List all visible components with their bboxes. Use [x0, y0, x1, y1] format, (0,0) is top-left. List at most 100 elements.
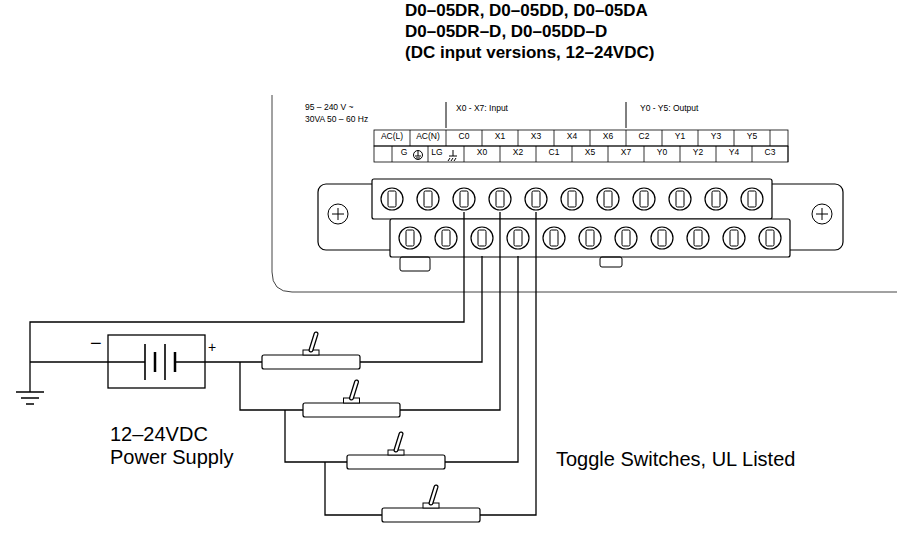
mount-screw	[332, 208, 344, 220]
screw-slot	[730, 230, 738, 246]
terminal-label: C0	[459, 132, 470, 141]
cell-divider	[788, 146, 789, 162]
mount-screw	[816, 208, 828, 220]
screw-slot	[604, 191, 612, 207]
panel-divider	[626, 102, 627, 128]
terminal-label: Y1	[675, 132, 685, 141]
upper-terminal-strip	[372, 179, 772, 219]
earth-symbol	[415, 151, 421, 158]
screw-slot	[406, 230, 414, 246]
screw-slot	[532, 191, 540, 207]
screw-slot	[478, 230, 486, 246]
terminal-label: X3	[531, 132, 541, 141]
screw-slot	[388, 191, 396, 207]
negative-wire	[30, 361, 108, 362]
cell-divider	[392, 146, 393, 162]
switch-lever	[352, 382, 357, 398]
cell-divider	[464, 146, 465, 162]
terminal-screw	[471, 227, 493, 249]
terminal-screw	[651, 227, 673, 249]
cell-divider	[518, 130, 519, 146]
terminal-screw	[561, 188, 583, 210]
cell-divider	[554, 130, 555, 146]
terminal-label: AC(N)	[416, 132, 440, 141]
screw-slot	[658, 230, 666, 246]
switch-body	[262, 355, 360, 369]
label-row	[374, 146, 788, 162]
screw-slot	[568, 191, 576, 207]
switch-lever	[352, 382, 357, 398]
subtitle: (DC input versions, 12–24VDC)	[405, 44, 654, 63]
cell-divider	[536, 146, 537, 162]
mount-screw	[812, 204, 832, 224]
switch-label: Toggle Switches, UL Listed	[556, 448, 795, 470]
terminal-screw	[741, 188, 763, 210]
terminal-label: Y5	[747, 132, 757, 141]
switch-lever	[396, 434, 401, 450]
cable-clip	[400, 257, 430, 271]
power-rating: 30VA 50 – 60 Hz	[305, 115, 368, 124]
terminal-screw	[543, 227, 565, 249]
terminal-label: Y3	[711, 132, 721, 141]
screw-slot	[694, 230, 702, 246]
cell-divider	[644, 146, 645, 162]
lower-terminal-strip	[390, 219, 790, 257]
cell-divider	[716, 146, 717, 162]
common-wire	[30, 212, 464, 392]
cell-divider	[590, 130, 591, 146]
cell-divider	[446, 130, 447, 146]
switch-body	[382, 508, 480, 522]
terminal-label: AC(L)	[381, 132, 403, 141]
x3-wire	[480, 212, 536, 515]
terminal-label: C3	[765, 148, 776, 157]
switch-lever	[431, 487, 436, 503]
cell-divider	[662, 130, 663, 146]
cell-divider	[608, 146, 609, 162]
switch-lever	[311, 334, 316, 350]
panel-divider	[446, 102, 447, 128]
switch-lever	[431, 487, 436, 503]
mount-screw	[328, 204, 348, 224]
diagram-title: D0–05DR, D0–05DD, D0–05DA	[405, 2, 648, 21]
x0-wire	[360, 256, 482, 362]
screw-slot	[586, 230, 594, 246]
screw-slot	[442, 230, 450, 246]
screw-slot	[622, 230, 630, 246]
switch-body	[347, 455, 445, 469]
terminal-screw	[597, 188, 619, 210]
cell-divider	[734, 130, 735, 146]
screw-slot	[676, 191, 684, 207]
screw-slot	[424, 191, 432, 207]
subtitle: D0–05DR–D, D0–05DD–D	[405, 23, 607, 42]
screw-slot	[514, 230, 522, 246]
frame-ground-symbol	[448, 150, 457, 161]
battery-lead	[108, 361, 205, 362]
terminal-label: X4	[567, 132, 577, 141]
terminal-label: X2	[513, 148, 523, 157]
earth-symbol	[414, 151, 423, 160]
group-heading: X0 - X7: Input	[456, 104, 508, 113]
screw-slot	[496, 191, 504, 207]
cell-divider	[500, 146, 501, 162]
terminal-label: X1	[495, 132, 505, 141]
screw-slot	[712, 191, 720, 207]
x2-wire	[445, 256, 518, 462]
switch-lever	[396, 434, 401, 450]
terminal-label: X0	[477, 148, 487, 157]
screw-slot	[748, 191, 756, 207]
cell-divider	[410, 130, 411, 146]
terminal-grid	[374, 130, 788, 249]
cell-divider	[626, 130, 627, 146]
terminal-screw	[759, 227, 781, 249]
terminal-label: Y2	[693, 148, 703, 157]
terminal-screw	[525, 188, 547, 210]
terminal-label: X6	[603, 132, 613, 141]
terminal-screw	[705, 188, 727, 210]
screw-slot	[550, 230, 558, 246]
label-row	[374, 130, 788, 146]
terminal-screw	[381, 188, 403, 210]
terminal-screw	[723, 227, 745, 249]
polarity-mark: +	[208, 340, 216, 355]
plc-housing	[272, 95, 897, 292]
